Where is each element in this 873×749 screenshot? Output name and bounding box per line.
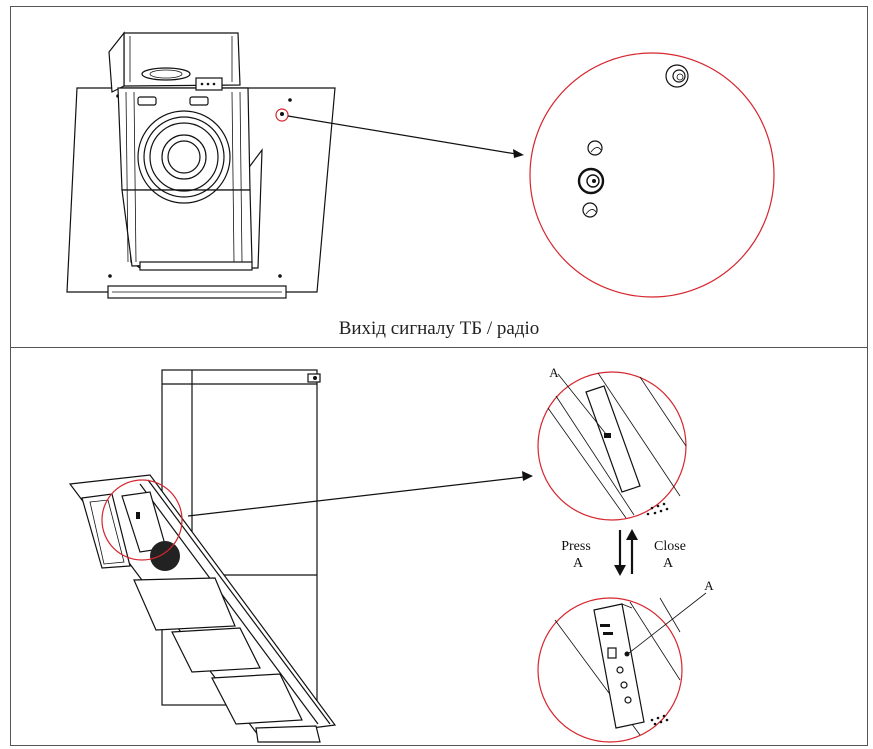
- press-label-line1: Press: [561, 539, 591, 554]
- bottom-trim: [255, 725, 321, 743]
- label-a-bottom: A: [704, 578, 714, 593]
- jack-inner: [586, 174, 600, 188]
- fan-ring: [161, 134, 207, 180]
- speaker-grille: [150, 541, 180, 571]
- control-panel-window: [81, 493, 131, 569]
- open-panel: [593, 603, 645, 729]
- glass-edge: [139, 483, 319, 725]
- button-a: [604, 433, 611, 438]
- fan-ring-outer: [137, 110, 231, 204]
- zoom-edge: [547, 407, 627, 519]
- grille-dots: [646, 502, 669, 516]
- card-slot: [603, 632, 613, 635]
- zoom-callout-top: [529, 52, 775, 298]
- small-screw-mark: [585, 209, 597, 215]
- housing-handle: [137, 96, 157, 106]
- zoom-edge: [597, 372, 681, 497]
- grille-dots: [650, 714, 669, 726]
- hood-front-view: [66, 31, 336, 299]
- signal-output-caption: Вихід сигналу ТБ / радіо: [339, 318, 540, 339]
- housing-edge: [133, 91, 137, 263]
- socket-mini: [280, 112, 284, 116]
- tv-radio-jack: [577, 167, 605, 195]
- port-jack: [620, 681, 628, 689]
- control-dot: [212, 82, 216, 86]
- screw-dot: [288, 98, 292, 102]
- small-screw: [587, 140, 603, 156]
- button-a: [624, 651, 630, 657]
- housing-edge: [239, 91, 243, 263]
- zoom-circle-red: [529, 52, 775, 298]
- motor-housing-lower: [121, 189, 253, 267]
- hood-side-view: [68, 369, 337, 743]
- control-dot: [206, 82, 210, 86]
- port-jack: [616, 666, 624, 674]
- pointer-arrow-bottom: [187, 471, 533, 517]
- zoom-edge: [629, 601, 681, 681]
- pointer-arrow-top: [287, 115, 524, 158]
- fan-outlet-inner: [149, 69, 183, 79]
- housing-edge: [231, 91, 235, 263]
- close-label-line1: Close: [654, 539, 686, 554]
- zoom-open: [537, 592, 707, 743]
- leader-line-a: [557, 373, 607, 435]
- screw-dot: [278, 274, 282, 278]
- zoom-closed: [537, 371, 687, 521]
- leader-line-a: [628, 592, 707, 654]
- closed-cover: [585, 385, 641, 493]
- screw-core: [676, 73, 684, 81]
- button-a-small: [136, 512, 140, 519]
- fan-ring: [149, 122, 219, 192]
- jack-pin: [592, 179, 596, 183]
- close-label-line2: A: [663, 556, 674, 571]
- filter-block: [211, 673, 303, 725]
- screw-head: [665, 64, 689, 88]
- callout-origin-circle-bottom: [101, 479, 183, 561]
- screw-dot: [108, 274, 112, 278]
- zoom-circle-open: [537, 597, 683, 743]
- control-panel-inner: [89, 499, 125, 565]
- housing-base: [139, 261, 253, 271]
- filter-block: [133, 577, 236, 631]
- glass-edge: [147, 479, 331, 725]
- port-jack: [624, 696, 632, 704]
- label-a-top: A: [549, 365, 559, 380]
- outer-frame: [10, 6, 868, 746]
- zoom-edge: [555, 395, 635, 516]
- press-close-arrows: [614, 529, 638, 576]
- small-screw-mark: [590, 147, 602, 153]
- control-dot: [200, 82, 204, 86]
- press-label-line2: A: [573, 556, 584, 571]
- zoom-edge: [659, 597, 681, 633]
- callout-origin-circle: [275, 108, 289, 122]
- panel-edge: [621, 603, 633, 609]
- fan-ring: [143, 116, 225, 198]
- zoom-edge: [639, 376, 687, 447]
- housing-handle: [189, 96, 209, 106]
- chimney-left-face: [108, 31, 125, 93]
- fan-hub: [167, 140, 201, 174]
- housing-edge: [125, 91, 129, 263]
- usb-port: [607, 647, 617, 659]
- filter-block: [171, 627, 261, 673]
- card-slot: [600, 624, 610, 627]
- clip-dot: [313, 376, 317, 380]
- screw-inner: [672, 69, 686, 83]
- small-screw: [582, 202, 598, 218]
